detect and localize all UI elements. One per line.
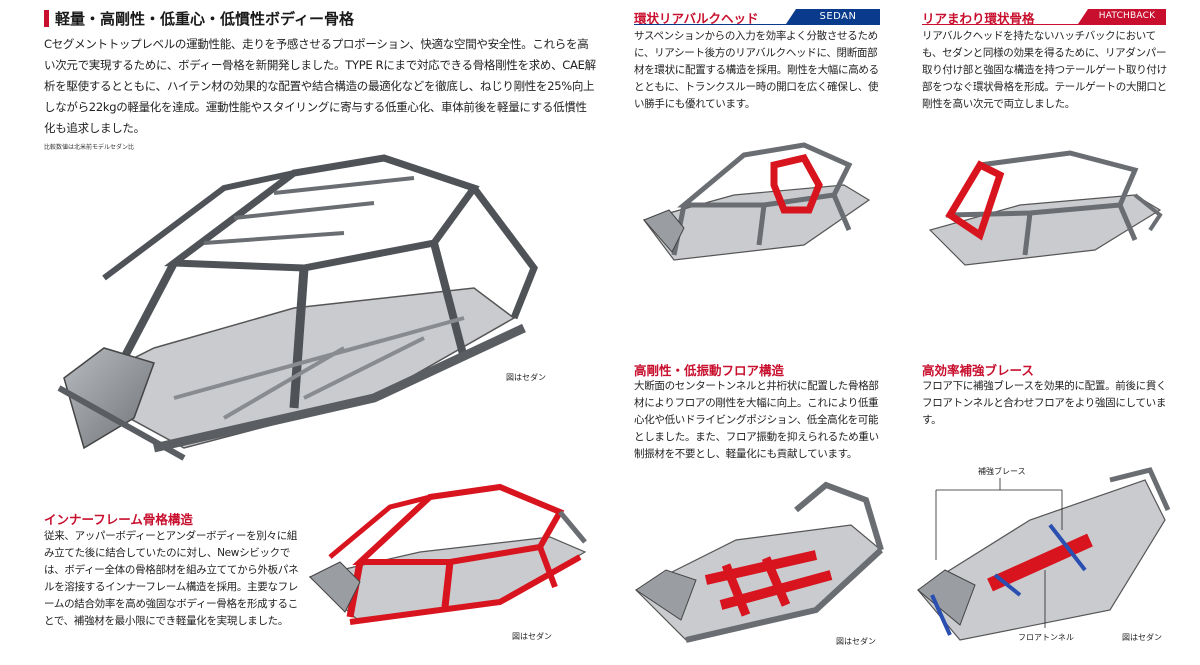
main-section-title: 軽量・高剛性・低重心・低慣性ボディー骨格 — [44, 8, 354, 29]
main-image-caption: 図はセダン — [506, 373, 546, 382]
brace-label: 補強ブレース — [978, 467, 1026, 476]
tunnel-label: フロアトンネル — [1018, 633, 1074, 642]
sedan-rule — [634, 24, 880, 25]
brace-title: 高効率補強ブレース — [922, 363, 1034, 378]
brace-caption: 図はセダン — [1122, 633, 1162, 642]
inner-frame-body: 従来、アッパーボディーとアンダーボディーを別々に組み立てた後に結合していたのに対… — [44, 530, 299, 627]
main-body-frame-image — [44, 148, 564, 478]
main-title-text: 軽量・高剛性・低重心・低慣性ボディー骨格 — [55, 10, 354, 28]
floor-title: 高剛性・低振動フロア構造 — [634, 363, 785, 378]
rear-ring-image — [920, 145, 1170, 275]
hatchback-badge: HATCHBACK — [1078, 9, 1166, 24]
brace-body: フロア下に補強ブレースを効果的に配置。前後に貫くフロアトンネルと合わせフロアをよ… — [922, 380, 1167, 426]
title-marker — [44, 10, 49, 27]
floor-image — [626, 480, 888, 650]
brace-image — [910, 460, 1172, 650]
rear-bulkhead-body: サスペンションからの入力を効率よく分散させるために、リアシート後方のリアバルクヘ… — [634, 30, 879, 110]
rear-bulkhead-image — [634, 140, 882, 270]
floor-caption: 図はセダン — [836, 637, 876, 646]
inner-frame-title: インナーフレーム骨格構造 — [44, 512, 193, 527]
sedan-badge: SEDAN — [786, 9, 880, 24]
hatchback-rule — [922, 24, 1166, 25]
rear-bulkhead-title: 環状リアバルクヘッド — [634, 11, 759, 26]
inner-frame-image — [300, 482, 592, 650]
rear-ring-title: リアまわり環状骨格 — [922, 11, 1035, 26]
rear-ring-body: リアバルクヘッドを持たないハッチバックにおいても、セダンと同様の効果を得るために… — [922, 30, 1167, 110]
inner-frame-caption: 図はセダン — [512, 632, 552, 641]
floor-body: 大断面のセンタートンネルと井桁状に配置した骨格部材によりフロアの剛性を大幅に向上… — [634, 380, 879, 460]
main-body-text: Cセグメントトップレベルの運動性能、走りを予感させるプロポーション、快適な空間や… — [44, 37, 596, 135]
comparison-note: 比較数値は北米前モデルセダン比 — [44, 144, 135, 151]
